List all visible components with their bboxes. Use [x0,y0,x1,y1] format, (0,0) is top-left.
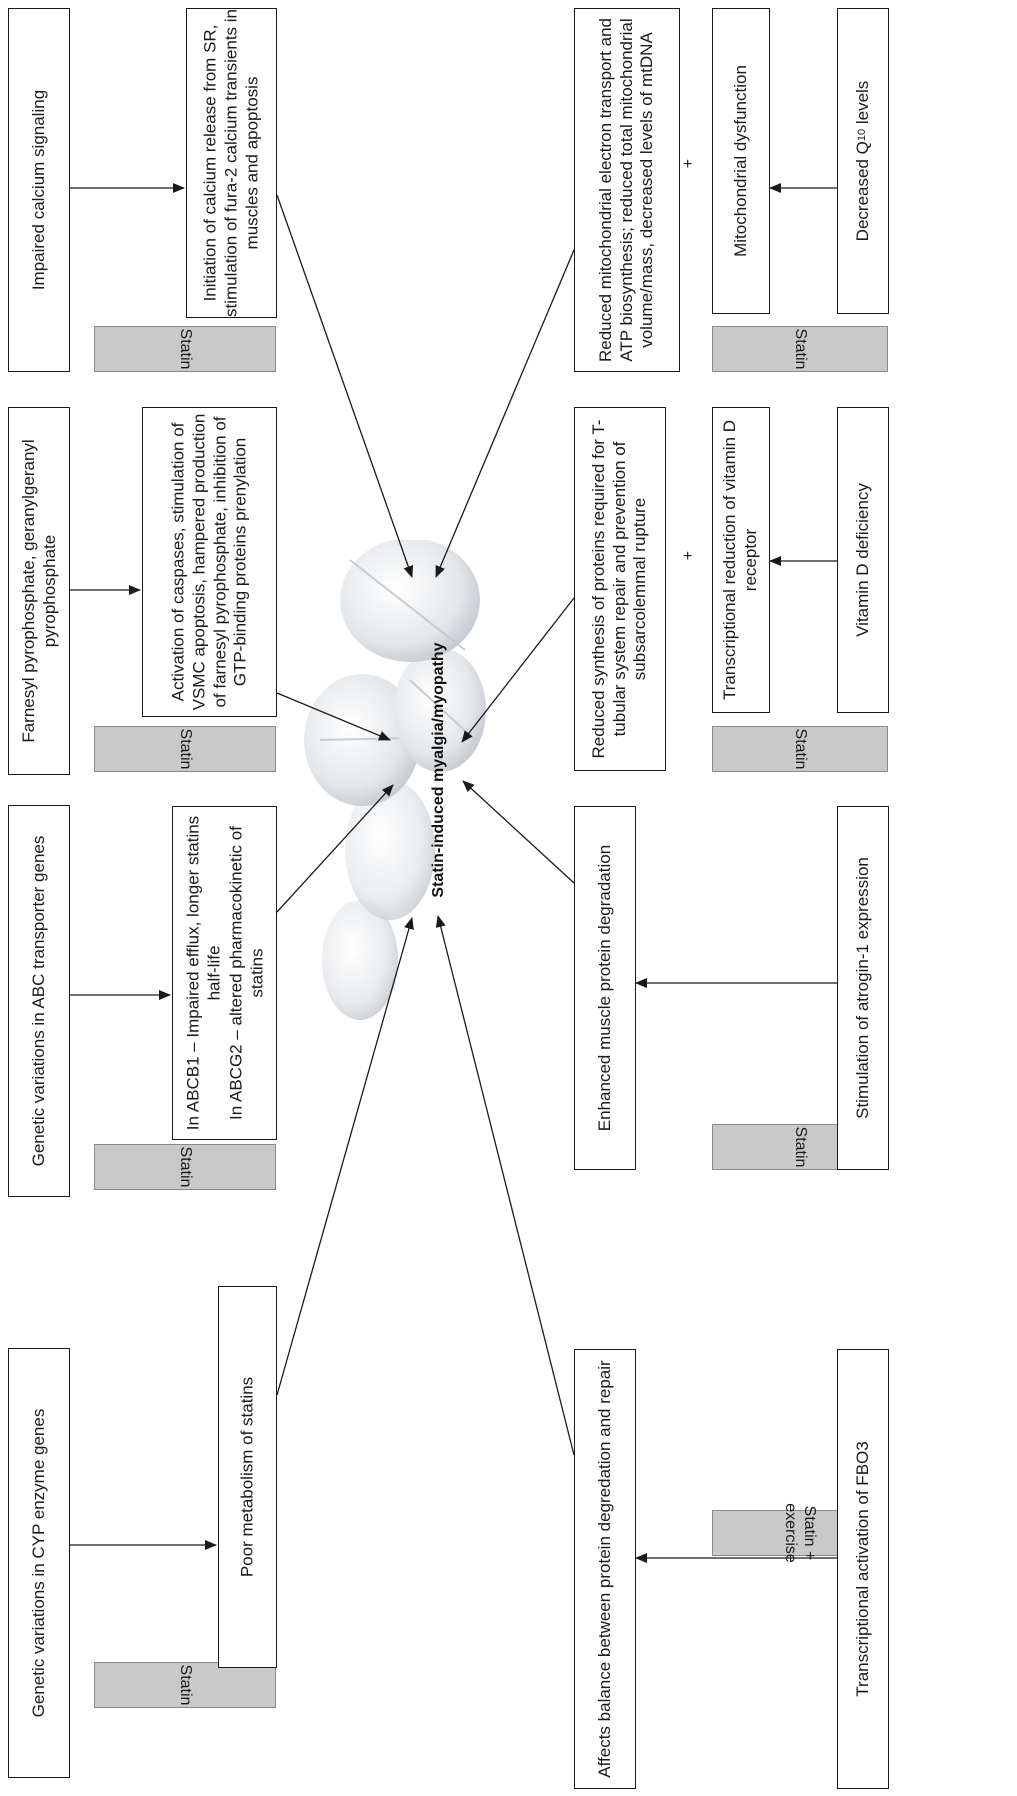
arrow-calcium-release [276,194,414,578]
plus-sign: + [683,548,693,565]
effect-t-tubular-box: Reduced synthesis of proteins required f… [574,407,666,771]
q10-main: Decreased Q [852,141,872,242]
effect-caspases-box: Activation of caspases, stimulation of V… [142,407,277,717]
badge-label: Statin [176,328,194,370]
center-label-text: Statin-induced myalgia/myopathy [430,642,448,898]
arrow-t-tubular [461,597,575,743]
effect-mito-transport-box: Reduced mitochondrial electron transport… [574,8,680,372]
effect-caspases-text: Activation of caspases, stimulation of V… [168,413,250,711]
arrow-caspases [276,692,391,741]
arrow-abcb1 [276,784,394,913]
statin-badge: Statin [94,1662,276,1708]
cause-farnesyl-text: Farnesyl pyrophosphate, geranylgeranyl p… [18,439,59,743]
statin-badge: Statin [94,726,276,772]
effect-calcium-release-text: Initiation of calcium release from SR, s… [200,8,261,318]
cause-atrogin-text: Stimulation of atrogin-1 expression [852,857,872,1119]
effect-poor-metabolism-text: Poor metabolism of statins [237,1376,257,1578]
cause-cyp-box: Genetic variations in CYP enzyme genes [8,1348,70,1778]
cause-calcium-text: Impaired calcium signaling [28,89,48,291]
arrow-poor-metabolism [276,917,414,1396]
badge-label: Statin [176,1146,194,1188]
cause-fbo3-text: Transcriptional activation of FBO3 [852,1441,872,1697]
arrow-protein-balance [435,915,575,1456]
mid-mito-dysfunction-box: Mitochondrial dysfunction [712,8,770,314]
arrow-muscle-degradation [462,780,575,884]
mid-mito-dysfunction-text: Mitochondrial dysfunction [730,65,750,257]
cause-cyp-text: Genetic variations in CYP enzyme genes [28,1408,48,1718]
effect-poor-metabolism-box: Poor metabolism of statins [218,1286,277,1668]
effect-t-tubular-text: Reduced synthesis of proteins required f… [588,419,650,759]
cause-calcium-box: Impaired calcium signaling [8,8,70,372]
badge-label: Statin [176,1664,194,1706]
cause-atrogin-box: Stimulation of atrogin-1 expression [837,806,889,1170]
arrow-mito-transport [435,249,575,578]
effect-muscle-degradation-text: Enhanced muscle protein degradation [594,844,614,1132]
effect-protein-balance-box: Affects balance between protein degredat… [574,1349,636,1789]
badge-label: Statin [176,728,194,770]
badge-label: Statin [791,728,809,770]
cause-abc-text: Genetic variations in ABC transporter ge… [28,835,48,1167]
mid-vitd-receptor-text: Transcriptional reduction of vitamin D r… [720,420,760,700]
plus-sign: + [683,156,693,173]
effect-muscle-degradation-box: Enhanced muscle protein degradation [574,806,636,1170]
center-label: Statin-induced myalgia/myopathy [422,560,456,980]
cause-fbo3-box: Transcriptional activation of FBO3 [837,1349,889,1789]
statin-badge: Statin [712,326,888,372]
effect-abc-text: In ABCB1 – Impaired efflux, longer stati… [183,815,266,1131]
cause-vitd-text: Vitamin D deficiency [852,483,872,637]
statin-badge: Statin [712,726,888,772]
q10-subscript: 10 [856,128,869,142]
badge-label: Statin [791,328,809,370]
statin-badge: Statin [94,1144,276,1190]
pill-illustration [304,540,486,1020]
effect-protein-balance-text: Affects balance between protein degredat… [594,1360,614,1778]
cause-abc-box: Genetic variations in ABC transporter ge… [8,805,70,1197]
effect-calcium-release-box: Initiation of calcium release from SR, s… [186,8,277,318]
effect-abc-box: In ABCB1 – Impaired efflux, longer stati… [172,806,277,1140]
q10-tail: levels [852,80,872,129]
statin-badge: Statin [94,326,276,372]
cause-vitd-box: Vitamin D deficiency [837,407,889,713]
mid-vitd-receptor-box: Transcriptional reduction of vitamin D r… [712,407,770,713]
cause-farnesyl-box: Farnesyl pyrophosphate, geranylgeranyl p… [8,407,70,775]
effect-mito-transport-text: Reduced mitochondrial electron transport… [595,18,657,362]
